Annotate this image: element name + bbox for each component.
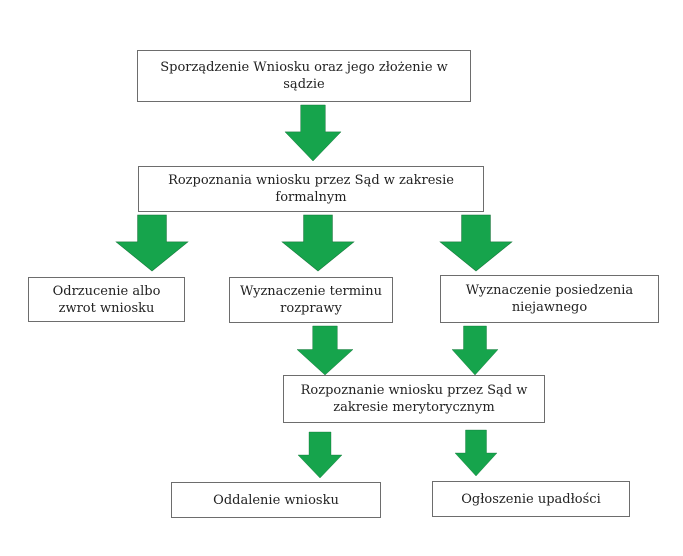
node-closed-session: Wyznaczenie posiedzenia niejawnego — [440, 275, 659, 323]
node-substantive-review-label: Rozpoznanie wniosku przez Sąd w zakresie… — [300, 383, 528, 415]
arrow-down-icon — [284, 104, 342, 162]
arrow-down-icon — [296, 325, 354, 376]
node-bankruptcy-declaration-label: Ogłoszenie upadłości — [461, 491, 601, 507]
arrow-down-icon — [115, 214, 189, 272]
node-formal-review: Rozpoznania wniosku przez Sąd w zakresie… — [138, 166, 484, 212]
node-application-filing: Sporządzenie Wniosku oraz jego złożenie … — [137, 50, 471, 102]
node-closed-session-label: Wyznaczenie posiedzenia niejawnego — [465, 283, 634, 315]
arrow-down-icon — [281, 214, 355, 272]
node-dismissal-label: Oddalenie wniosku — [213, 492, 339, 508]
arrow-down-icon — [297, 431, 343, 479]
node-dismissal: Oddalenie wniosku — [171, 482, 381, 518]
node-hearing-date-label: Wyznaczenie terminu rozprawy — [240, 284, 382, 316]
arrow-down-icon — [454, 429, 498, 477]
node-bankruptcy-declaration: Ogłoszenie upadłości — [432, 481, 630, 517]
node-formal-review-label: Rozpoznania wniosku przez Sąd w zakresie… — [168, 173, 454, 205]
arrow-down-icon — [439, 214, 513, 272]
node-substantive-review: Rozpoznanie wniosku przez Sąd w zakresie… — [283, 375, 545, 423]
arrow-down-icon — [451, 325, 499, 376]
node-application-filing-label: Sporządzenie Wniosku oraz jego złożenie … — [160, 60, 448, 92]
node-hearing-date: Wyznaczenie terminu rozprawy — [229, 277, 393, 323]
node-rejection-or-return: Odrzucenie albo zwrot wniosku — [28, 277, 185, 322]
node-rejection-or-return-label: Odrzucenie albo zwrot wniosku — [52, 283, 161, 316]
